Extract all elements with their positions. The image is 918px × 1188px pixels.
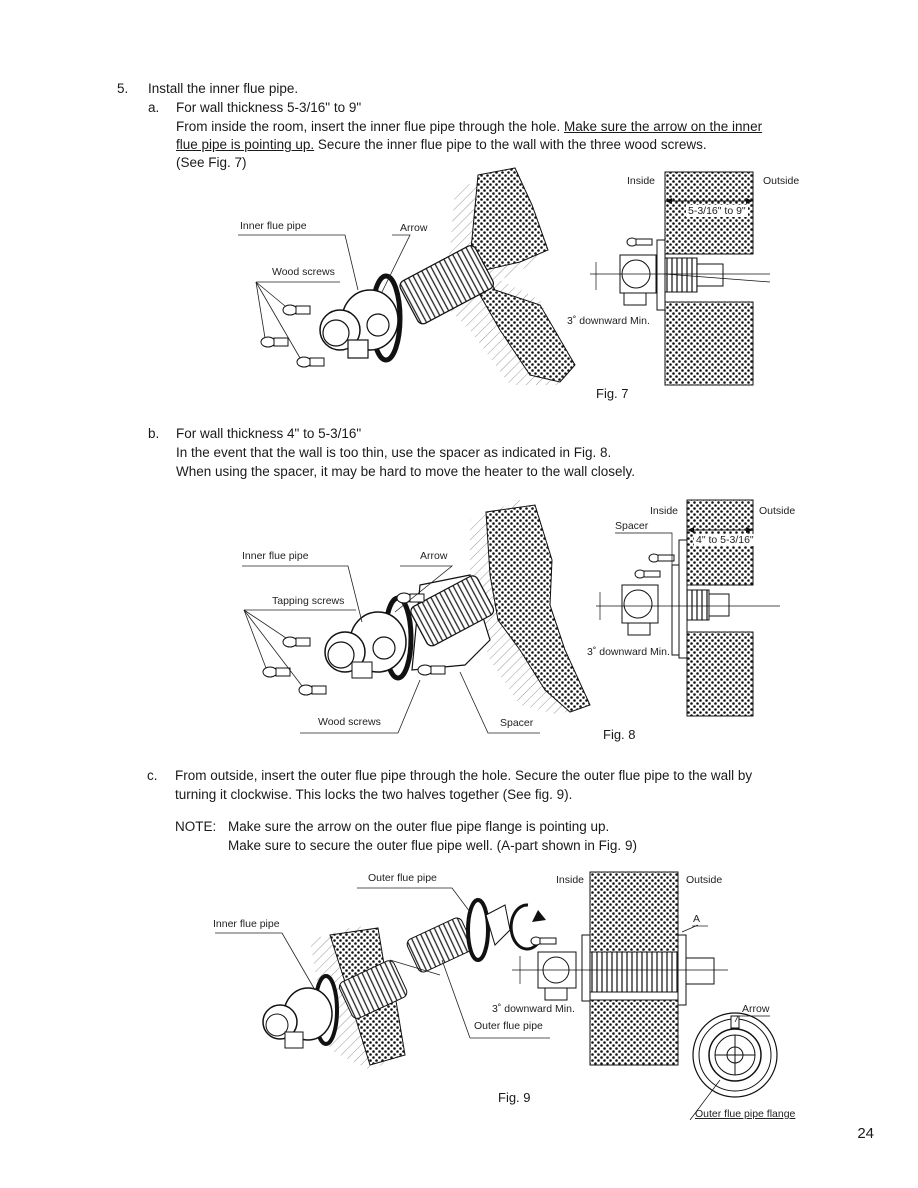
fig7-caption: Fig. 7 [596,386,629,401]
item-a-letter: a. [148,100,160,115]
fig7-label-dimension: 5-3/16" to 9" [686,205,748,217]
fig8-label-wood-screws: Wood screws [318,716,381,728]
note-label: NOTE: [175,819,217,834]
fig9-label-flange: Outer flue pipe flange [695,1108,796,1120]
fig7-label-wood-screws: Wood screws [272,266,335,278]
fig8-label-outside: Outside [759,505,796,517]
fig9-label-downward: 3˚ downward Min. [492,1003,575,1015]
note-line2: Make sure to secure the outer flue pipe … [228,838,637,853]
fig9-perspective [215,887,550,1070]
step-title: Install the inner flue pipe. [148,81,299,96]
item-b-heading: For wall thickness 4" to 5-3/16" [176,426,362,441]
fig7-perspective [238,167,576,385]
page-number: 24 [857,1125,874,1142]
fig7-label-arrow: Arrow [400,222,428,234]
fig8-label-inside: Inside [650,505,679,517]
fig8-label-inner-flue-pipe: Inner flue pipe [242,550,309,562]
fig8-label-spacer-top: Spacer [615,520,649,532]
item-a-heading: For wall thickness 5-3/16" to 9" [176,100,362,115]
item-c-letter: c. [147,768,158,783]
fig8-section [596,499,780,717]
fig8-perspective [242,500,591,734]
fig9-label-inside: Inside [556,874,585,886]
item-b-line1: In the event that the wall is too thin, … [176,445,612,460]
fig8-label-tapping-screws: Tapping screws [272,595,345,607]
fig9-label-outer-flue-pipe-bottom: Outer flue pipe [474,1020,543,1032]
item-b-letter: b. [148,426,160,441]
fig9-section [512,871,728,1066]
fig8-label-downward: 3˚ downward Min. [587,646,670,658]
fig8-caption: Fig. 8 [603,727,636,742]
fig7-label-inner-flue-pipe: Inner flue pipe [240,220,307,232]
fig8-label-arrow: Arrow [420,550,448,562]
item-a-line1: From inside the room, insert the inner f… [176,119,763,134]
fig8-label-dimension: 4" to 5-3/16" [694,534,756,546]
fig9-label-arrow: Arrow [742,1003,770,1015]
item-c-line1: From outside, insert the outer flue pipe… [175,768,753,783]
fig7-label-inside: Inside [627,175,656,187]
fig8-label-spacer: Spacer [500,717,534,729]
item-a-line3: (See Fig. 7) [176,155,247,170]
fig9-flange-detail [689,1012,778,1121]
item-b-line2: When using the spacer, it may be hard to… [176,464,635,479]
item-a-line2: flue pipe is pointing up. Secure the inn… [176,137,707,152]
fig9-label-a-part: A [693,913,701,925]
fig9-label-inner-flue-pipe: Inner flue pipe [213,918,280,930]
fig7-label-outside: Outside [763,175,800,187]
item-c-line2: turning it clockwise. This locks the two… [175,787,573,802]
fig7-label-downward: 3˚ downward Min. [567,315,650,327]
fig9-label-outside: Outside [686,874,723,886]
step-number: 5. [117,81,129,96]
fig9-label-outer-flue-pipe-top: Outer flue pipe [368,872,437,884]
note-line1: Make sure the arrow on the outer flue pi… [228,819,610,834]
fig9-caption: Fig. 9 [498,1090,531,1105]
fig7-section [590,171,771,386]
